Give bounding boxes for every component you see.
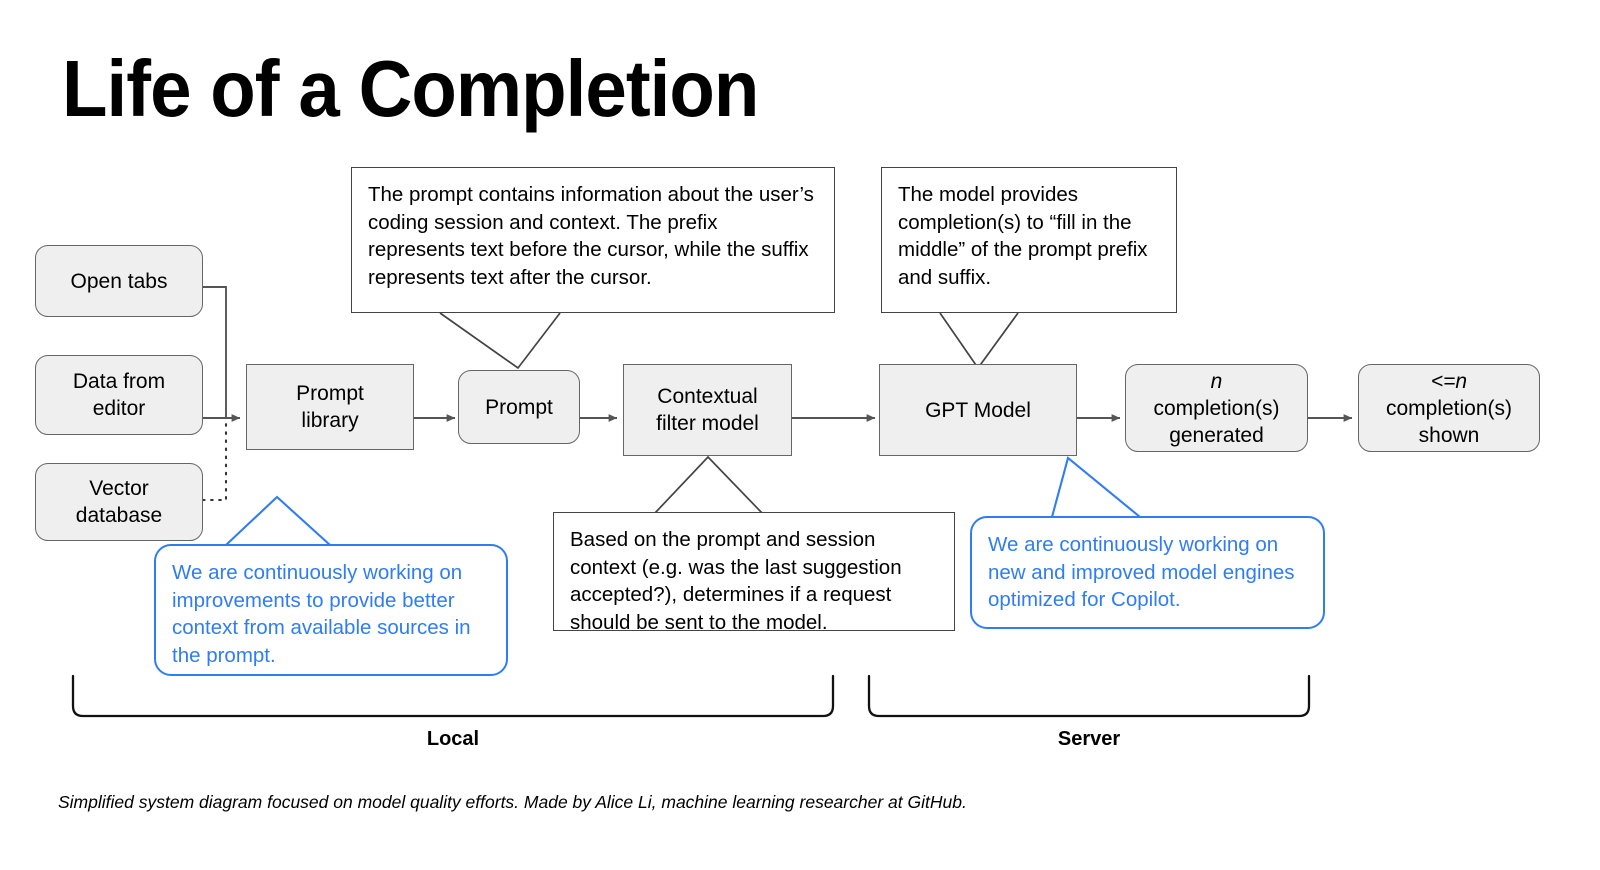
node-n-completions-generated-line2: completion(s) (1153, 396, 1280, 420)
node-data-from-editor-line1: Data from (72, 370, 166, 393)
callout-context-improvement-annotation: We are continuously working on improveme… (154, 544, 508, 676)
node-lte-n-completions-shown-line2: completion(s) (1385, 396, 1513, 420)
node-n-completions-generated-line1: n (1210, 369, 1223, 393)
node-vector-database[interactable]: Vector database (35, 463, 203, 541)
node-contextual-filter-model[interactable]: Contextual filter model (623, 364, 792, 456)
node-lte-n-completions-shown-line1: <=n (1430, 369, 1468, 393)
page-title: Life of a Completion (62, 44, 759, 133)
node-contextual-filter-model-line1: Contextual (657, 385, 758, 408)
node-prompt-library-line2: library (301, 409, 359, 432)
group-label-server: Server (1057, 728, 1121, 750)
node-n-completions-generated-line3: generated (1169, 423, 1264, 447)
node-lte-n-completions-shown-line3: shown (1418, 423, 1480, 447)
node-open-tabs-label: Open tabs (70, 269, 168, 293)
callout-model-annotation: The model provides completion(s) to “fil… (881, 167, 1177, 313)
node-lte-n-completions-shown[interactable]: <=n completion(s) shown (1358, 364, 1540, 452)
node-vector-database-line1: Vector (89, 477, 149, 500)
node-prompt-library-line1: Prompt (296, 382, 364, 405)
node-data-from-editor[interactable]: Data from editor (35, 355, 203, 435)
node-n-completions-generated[interactable]: n completion(s) generated (1125, 364, 1308, 452)
footer-caption: Simplified system diagram focused on mod… (58, 792, 967, 812)
callout-filter-annotation: Based on the prompt and session context … (553, 512, 955, 634)
group-label-local: Local (426, 728, 480, 750)
node-prompt[interactable]: Prompt (458, 370, 580, 444)
node-contextual-filter-model-line2: filter model (656, 412, 759, 435)
callout-model-engines-annotation: We are continuously working on new and i… (970, 516, 1325, 629)
node-data-from-editor-line2: editor (92, 397, 146, 420)
node-prompt-label: Prompt (485, 395, 553, 419)
node-gpt-model[interactable]: GPT Model (879, 364, 1077, 456)
callout-prompt-annotation: The prompt contains information about th… (351, 167, 835, 313)
node-gpt-model-label: GPT Model (925, 398, 1031, 422)
node-open-tabs[interactable]: Open tabs (35, 245, 203, 317)
node-vector-database-line2: database (75, 504, 163, 527)
node-prompt-library[interactable]: Prompt library (246, 364, 414, 450)
